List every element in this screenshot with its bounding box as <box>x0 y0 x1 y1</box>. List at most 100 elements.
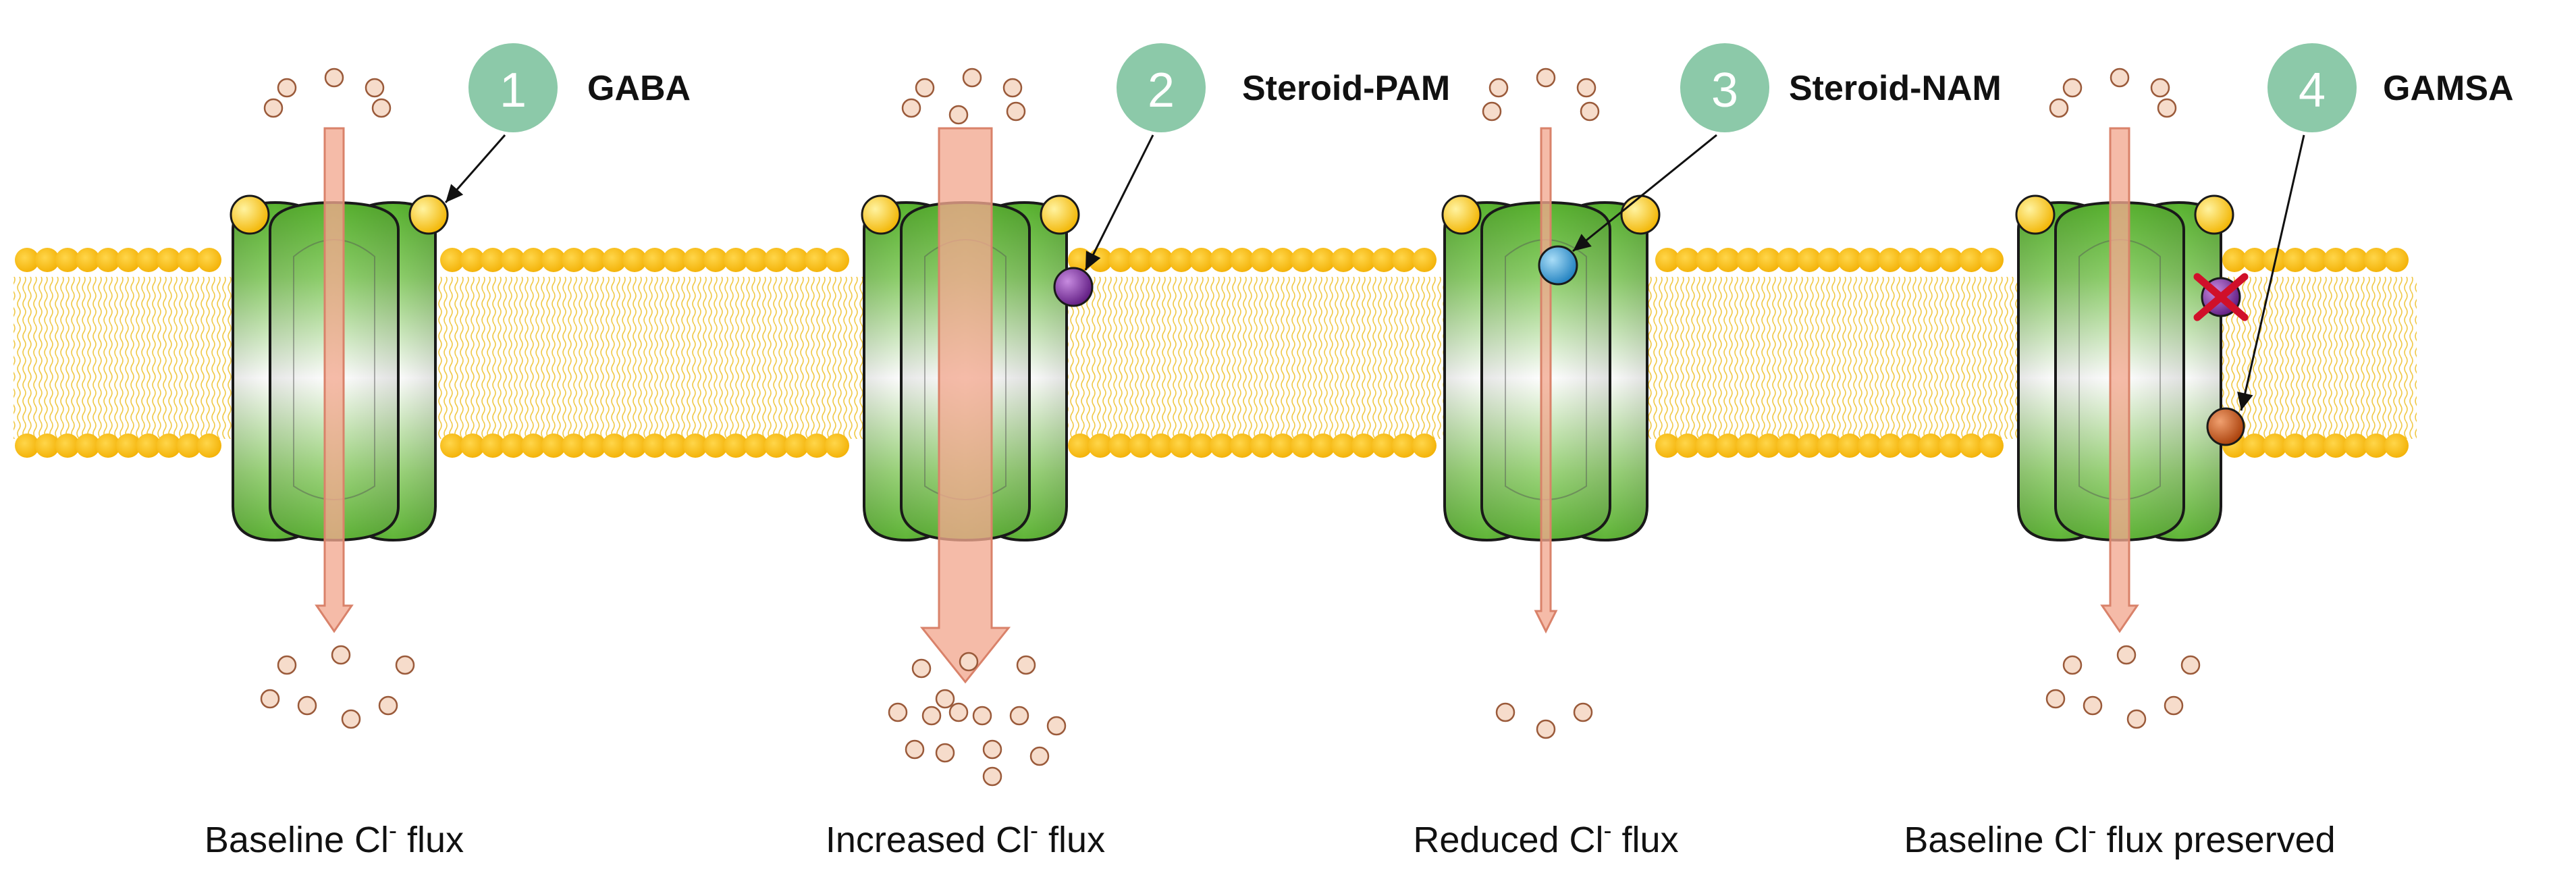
lipid-head <box>2384 248 2409 272</box>
chloride-ion <box>371 98 392 118</box>
chloride-ion <box>1573 702 1593 722</box>
lipid-head <box>562 433 586 458</box>
gabaa-receptor <box>2017 201 2222 542</box>
lipid-head <box>1817 433 1842 458</box>
lipid-head <box>562 248 586 272</box>
lipid-head <box>1210 433 1234 458</box>
chloride-ion <box>395 655 415 675</box>
lipid-head <box>157 433 181 458</box>
chloride-ion <box>277 655 297 675</box>
chloride-ion <box>378 695 398 716</box>
lipid-head <box>602 248 626 272</box>
chloride-ion <box>2083 695 2103 716</box>
lipid-head <box>1108 248 1133 272</box>
lipid-head <box>501 433 525 458</box>
chloride-ion <box>948 105 969 125</box>
lipid-head <box>1149 433 1173 458</box>
lipid-head <box>1918 433 1943 458</box>
lipid-head <box>724 433 748 458</box>
lipid-head <box>1898 248 1923 272</box>
lipid-head <box>764 248 788 272</box>
caption-text: Reduced Cl <box>1413 820 1603 860</box>
lipid-head <box>643 433 667 458</box>
lipid-head <box>1817 248 1842 272</box>
lipid-head <box>1736 248 1761 272</box>
lipid-head <box>1756 433 1781 458</box>
lipid-head <box>2344 433 2368 458</box>
chloride-ion <box>1009 706 1029 726</box>
chloride-ion <box>297 695 317 716</box>
lipid-head <box>622 248 647 272</box>
caption-text-end: flux <box>397 820 464 860</box>
gaba-molecule-icon <box>408 194 449 235</box>
chloride-ion <box>2157 98 2177 118</box>
lipid-head <box>1351 433 1376 458</box>
chloride-flux-arrow <box>919 127 1011 684</box>
caption-text-end: flux <box>1612 820 1679 860</box>
gaba-molecule-icon <box>1040 194 1080 235</box>
chloride-ion <box>1536 719 1556 739</box>
lipid-head <box>1939 433 1963 458</box>
lipid-head <box>440 433 464 458</box>
caption-superscript: - <box>389 816 397 844</box>
lipid-head <box>1959 433 1983 458</box>
step-badge <box>2268 43 2357 132</box>
lipid-head <box>683 248 707 272</box>
chloride-ion <box>1580 101 1600 122</box>
lipid-head <box>1979 248 2004 272</box>
chloride-ion <box>915 78 935 98</box>
lipid-head <box>460 248 485 272</box>
caption-text: Baseline Cl <box>1904 820 2088 860</box>
lipid-head <box>177 248 201 272</box>
lipid-head <box>2364 433 2388 458</box>
steroid-nam-icon <box>1538 245 1578 286</box>
lipid-head <box>1392 433 1416 458</box>
gabaa-receptor <box>232 201 437 542</box>
lipid-head <box>1068 433 1092 458</box>
lipid-head <box>1250 248 1274 272</box>
lipid-head <box>2222 248 2247 272</box>
pointer-arrowhead <box>2237 391 2253 411</box>
chloride-ion <box>901 98 921 118</box>
lipid-head <box>764 433 788 458</box>
flux-caption: Increased Cl- flux <box>826 816 1105 861</box>
receptor-inner-outline <box>2078 239 2161 500</box>
gaba-molecule-icon <box>230 194 270 235</box>
lipid-head <box>157 248 181 272</box>
chloride-ion <box>911 658 932 679</box>
lipid-head <box>501 248 525 272</box>
gaba-molecule-icon <box>2194 194 2234 235</box>
pointer-arrowhead <box>1573 234 1592 251</box>
lipid-head <box>744 433 768 458</box>
chloride-ion <box>2164 695 2184 716</box>
pointer-line <box>2240 134 2305 411</box>
lipid-head <box>1837 248 1862 272</box>
lipid-head <box>1331 433 1356 458</box>
chloride-ion <box>982 766 1002 787</box>
lipid-head <box>784 433 809 458</box>
lipid-head <box>2324 433 2348 458</box>
pointer-arrowhead <box>446 184 464 203</box>
gabaa-receptor <box>863 201 1068 542</box>
chloride-ion <box>1495 702 1515 722</box>
lipid-head <box>1979 433 2004 458</box>
membrane-heads-bottom <box>15 433 2409 458</box>
chloride-ion <box>888 702 908 722</box>
pointer-arrowhead <box>1085 250 1101 270</box>
chloride-ion <box>2116 645 2137 665</box>
lipid-head <box>1169 248 1193 272</box>
chloride-flux-arrow <box>2100 127 2139 633</box>
lipid-head <box>2344 248 2368 272</box>
step-number: 4 <box>2299 63 2326 117</box>
lipid-head <box>55 248 80 272</box>
chloride-ion <box>935 689 955 709</box>
gaba-molecule-icon <box>2015 194 2056 235</box>
lipid-head <box>96 248 120 272</box>
gaba-molecule-icon <box>1441 194 1482 235</box>
chloride-ion <box>1536 68 1556 88</box>
lipid-head <box>1736 433 1761 458</box>
lipid-head <box>1311 433 1335 458</box>
